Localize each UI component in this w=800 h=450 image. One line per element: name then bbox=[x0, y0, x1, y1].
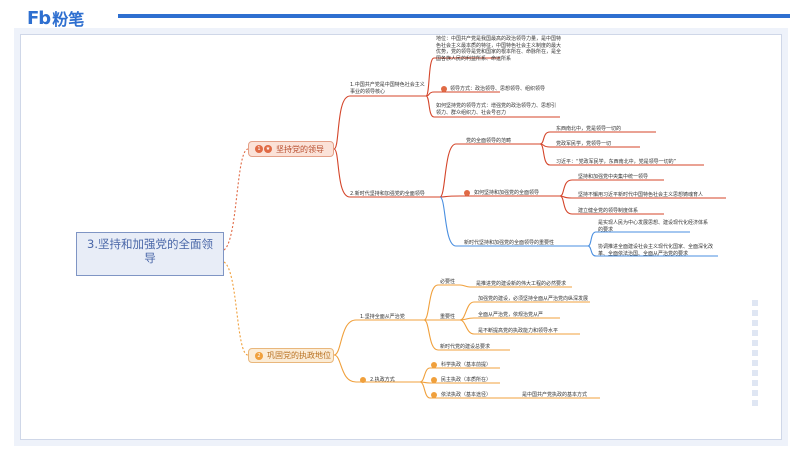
connector-c2-g1 bbox=[439, 143, 540, 198]
brand-logo: Fb 粉笔 bbox=[27, 7, 85, 30]
b2-c1-group-1[interactable]: 必要性 bbox=[440, 279, 456, 285]
logo-name: 粉笔 bbox=[52, 10, 85, 29]
connector-b2-c2 bbox=[333, 354, 420, 383]
logo-mark: Fb bbox=[27, 7, 51, 29]
b1-c1-item-1[interactable]: 地位：中国共产党是我国最高的政治领导力量，是中国特色社会主义最本质的特征，中国特… bbox=[436, 36, 562, 62]
b2-child-2[interactable]: 2.执政方式 bbox=[370, 377, 395, 383]
b1-c2-g2-item-1[interactable]: 坚持和加强党中央集中统一领导 bbox=[578, 174, 649, 180]
b2-c1-g1-item-1[interactable]: 是推进党的建设新的伟大工程的必然要求 bbox=[476, 281, 567, 287]
connector-c1-i3 bbox=[425, 95, 560, 118]
b2-c1-g2-item-2[interactable]: 全面从严治党，依规治党从严 bbox=[478, 312, 544, 318]
b1-c2-g1-item-2[interactable]: 党政军民学，党领导一切 bbox=[556, 141, 612, 147]
connector-c2-g3 bbox=[439, 196, 588, 247]
b2-c2-item-3[interactable]: 依法执政（基本途径） bbox=[441, 392, 492, 398]
group-marker-icon bbox=[464, 190, 470, 196]
b2-c1-group-3[interactable]: 新时代党的建设总要求 bbox=[440, 344, 491, 350]
b1-c2-g1-item-3[interactable]: 习近平：“党政军民学，东西南北中，党是领导一切的” bbox=[556, 159, 677, 165]
connector-b2c1-g1 bbox=[423, 284, 460, 321]
connector-g3-i2 bbox=[587, 245, 718, 257]
connector-c1-i2 bbox=[425, 91, 500, 97]
connector-g2-i3 bbox=[559, 195, 664, 215]
connector-g3-i1 bbox=[587, 231, 690, 247]
b1-child-2[interactable]: 2.新时代坚持和加强党的全面领导 bbox=[350, 191, 425, 197]
branch-2-number-badge: 2 bbox=[255, 351, 263, 360]
child-marker-icon bbox=[360, 377, 366, 383]
connector-root-b2 bbox=[223, 261, 249, 356]
b2-child-1[interactable]: 1.坚持全面从严治党 bbox=[360, 314, 405, 320]
b1-c2-g2-item-3[interactable]: 建立健全党的领导制度体系 bbox=[578, 208, 639, 214]
decorative-stripes bbox=[752, 300, 758, 410]
b1-c1-item-2[interactable]: 领导方式：政治领导、思想领导、组织领导 bbox=[450, 86, 546, 92]
connector-b1-c2 bbox=[333, 148, 440, 198]
item-marker-icon bbox=[441, 86, 447, 92]
connector-g1-i3 bbox=[539, 143, 704, 166]
item-marker-icon bbox=[431, 392, 437, 398]
root-topic[interactable]: 3.坚持和加强党的全面领导 bbox=[76, 232, 224, 276]
b2-c1-group-2[interactable]: 重要性 bbox=[440, 314, 456, 320]
item-marker-icon bbox=[431, 362, 437, 368]
connector-g2b-i3 bbox=[459, 319, 580, 335]
b2-c2-item-1[interactable]: 科学执政（基本前提） bbox=[441, 362, 492, 368]
b2-c2-item-2[interactable]: 民主执政（本质所在） bbox=[441, 377, 492, 383]
connector-root-b1 bbox=[223, 148, 249, 251]
connector-g2b-i1 bbox=[459, 301, 590, 321]
branch-1-flag-icon: ★ bbox=[264, 145, 272, 153]
connector-g1b-i1 bbox=[459, 284, 572, 288]
b1-c2-g3-item-2[interactable]: 协调推进全面建设社会主义现代化国家、全面深化改革、全面依法治国、全面从严治党的要… bbox=[598, 244, 714, 257]
connector-c2-g2 bbox=[439, 195, 560, 198]
branch-1-topic[interactable]: 1 ★ 坚持党的领导 bbox=[248, 141, 334, 157]
connector-b2-c1 bbox=[333, 319, 424, 356]
branch-1-number-badge: 1 bbox=[255, 145, 263, 153]
b2-c2-note[interactable]: 是中国共产党执政的基本方式 bbox=[522, 392, 588, 398]
b1-c2-g1-item-1[interactable]: 东西南北中，党是领导一切的 bbox=[556, 126, 622, 132]
item-marker-icon bbox=[431, 377, 437, 383]
connector-b2c1-g3 bbox=[423, 319, 510, 351]
connector-g2-i1 bbox=[559, 179, 664, 197]
branch-2-label: 巩固党的执政地位 bbox=[267, 351, 331, 360]
b1-c2-g2-item-2[interactable]: 坚持不懈用习近平新时代中国特色社会主义思想铸魂育人 bbox=[578, 192, 704, 198]
b1-c2-group-1[interactable]: 党的全面领导的范畴 bbox=[466, 138, 512, 144]
b2-c1-g2-item-3[interactable]: 是不断提高党的执政能力和领导水平 bbox=[478, 328, 559, 334]
connector-b2c2-i3 bbox=[419, 381, 500, 399]
b1-c2-group-3[interactable]: 新时代坚持和加强党的全面领导的重要性 bbox=[464, 240, 555, 246]
connector-b1-c1 bbox=[333, 95, 426, 150]
header-bar: Fb 粉笔 bbox=[0, 0, 800, 34]
b1-c2-g3-item-1[interactable]: 是实现人民为中心发展思想、建设现代化经济体系的要求 bbox=[598, 220, 709, 233]
b1-child-1[interactable]: 1.中国共产党是中国特色社会主义事业的领导核心 bbox=[350, 82, 425, 95]
connector-c1-i1 bbox=[425, 57, 500, 97]
b1-c2-group-2[interactable]: 如何坚持和加强党的全面领导 bbox=[474, 190, 540, 196]
b1-c1-item-3[interactable]: 如何坚持党的领导方式：增强党的政治领导力、思想引领力、群众组织力、社会号召力 bbox=[436, 103, 557, 116]
header-rule bbox=[118, 14, 790, 18]
branch-1-label: 坚持党的领导 bbox=[276, 144, 324, 154]
b2-c1-g2-item-1[interactable]: 加强党的建设，必须坚持全面从严治党向纵深发展 bbox=[478, 296, 589, 302]
branch-2-topic[interactable]: 2 巩固党的执政地位 bbox=[248, 348, 334, 363]
